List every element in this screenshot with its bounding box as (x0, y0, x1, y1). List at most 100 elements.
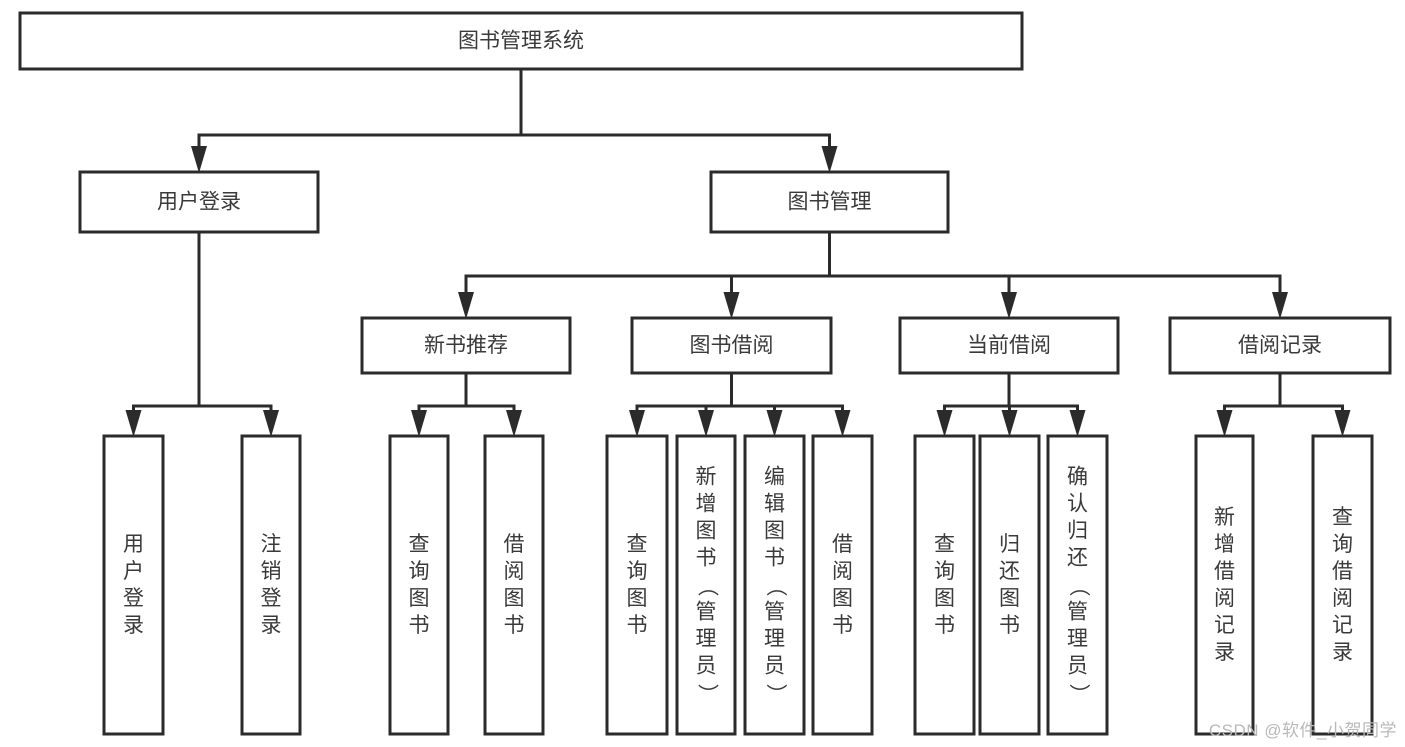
svg-text:（: （ (764, 576, 787, 597)
edges-layer (125, 67, 1351, 437)
node-box-book-borrow (630, 316, 833, 375)
svg-text:记: 记 (1332, 614, 1353, 637)
svg-text:编: 编 (764, 466, 785, 489)
csdn-watermark: CSDN @软件_小贺同学 (1208, 721, 1397, 740)
svg-text:归: 归 (1067, 520, 1088, 543)
svg-text:增: 增 (1214, 533, 1235, 556)
svg-text:辑: 辑 (764, 493, 785, 516)
svg-text:查: 查 (627, 533, 648, 556)
node-label-new-book-rec: 新书推荐 (424, 334, 508, 357)
svg-text:员: 员 (1067, 655, 1088, 678)
svg-text:用: 用 (123, 533, 144, 556)
svg-text:员: 员 (764, 655, 785, 678)
svg-text:查: 查 (409, 533, 430, 556)
node-box-leaf-query-record (1311, 434, 1374, 736)
svg-text:图: 图 (764, 520, 785, 543)
svg-text:新: 新 (696, 466, 717, 489)
arrow-head-leaf-query-record (1334, 410, 1351, 437)
svg-text:注: 注 (261, 533, 282, 556)
node-root[interactable]: 图书管理系统 (18, 11, 1024, 71)
node-label-borrow-record: 借阅记录 (1238, 334, 1322, 357)
node-box-leaf-edit-book (743, 434, 806, 736)
node-user-login[interactable]: 用户登录 (78, 170, 320, 234)
arrow-head-leaf-edit-book (766, 410, 783, 437)
arrow-head-borrow-record (1272, 292, 1288, 319)
svg-text:图: 图 (832, 587, 853, 610)
arrow-head-leaf-borrow-book-1 (506, 410, 522, 437)
node-box-book-manage (709, 170, 950, 234)
node-leaf-user-login[interactable]: 用户登录 (102, 434, 165, 736)
svg-text:询: 询 (409, 560, 430, 583)
svg-text:还: 还 (999, 560, 1020, 583)
node-book-manage[interactable]: 图书管理 (709, 170, 950, 234)
node-current-borrow[interactable]: 当前借阅 (898, 316, 1120, 375)
node-label-book-borrow: 图书借阅 (690, 334, 774, 357)
svg-text:认: 认 (1067, 493, 1088, 516)
svg-text:登: 登 (123, 587, 144, 610)
node-box-leaf-add-record (1194, 434, 1255, 736)
svg-text:询: 询 (1332, 533, 1353, 556)
svg-text:）: ） (1067, 684, 1090, 705)
svg-text:）: ） (764, 684, 787, 705)
svg-text:还: 还 (1067, 547, 1088, 570)
svg-text:理: 理 (764, 628, 785, 651)
svg-text:阅: 阅 (1214, 587, 1235, 610)
svg-text:询: 询 (627, 560, 648, 583)
svg-text:管: 管 (696, 601, 717, 624)
node-box-leaf-borrow-book-1 (483, 434, 545, 736)
svg-text:书: 书 (832, 614, 853, 637)
svg-text:归: 归 (999, 533, 1020, 556)
svg-text:书: 书 (764, 547, 785, 570)
node-borrow-record[interactable]: 借阅记录 (1168, 316, 1392, 375)
svg-text:书: 书 (627, 614, 648, 637)
svg-text:书: 书 (504, 614, 525, 637)
svg-text:图: 图 (696, 520, 717, 543)
arrow-head-leaf-confirm-return (1069, 410, 1086, 437)
svg-text:员: 员 (696, 655, 717, 678)
svg-text:查: 查 (934, 533, 955, 556)
arrow-head-new-book-rec (458, 292, 474, 319)
node-label-book-manage: 图书管理 (788, 191, 872, 214)
svg-text:）: ） (695, 684, 718, 705)
arrow-head-leaf-borrow-book-2 (834, 410, 851, 437)
svg-text:阅: 阅 (832, 560, 853, 583)
arrow-head-leaf-query-book-2 (629, 410, 645, 437)
node-box-leaf-borrow-book-2 (811, 434, 874, 736)
arrow-head-leaf-query-book-1 (411, 410, 427, 437)
node-book-borrow[interactable]: 图书借阅 (630, 316, 833, 375)
node-box-leaf-return-book (978, 434, 1041, 736)
node-box-current-borrow (898, 316, 1120, 375)
arrow-head-leaf-add-book (698, 410, 714, 437)
node-label-leaf-user-login: 用户登录 (123, 533, 144, 637)
node-box-root (18, 11, 1024, 71)
svg-text:增: 增 (696, 493, 717, 516)
node-new-book-rec[interactable]: 新书推荐 (360, 316, 572, 375)
svg-text:销: 销 (261, 560, 282, 583)
nodes-layer: 图书管理系统用户登录图书管理新书推荐图书借阅当前借阅借阅记录用户登录注销登录查询… (18, 11, 1392, 736)
svg-text:录: 录 (261, 614, 282, 637)
svg-text:确: 确 (1067, 466, 1088, 489)
